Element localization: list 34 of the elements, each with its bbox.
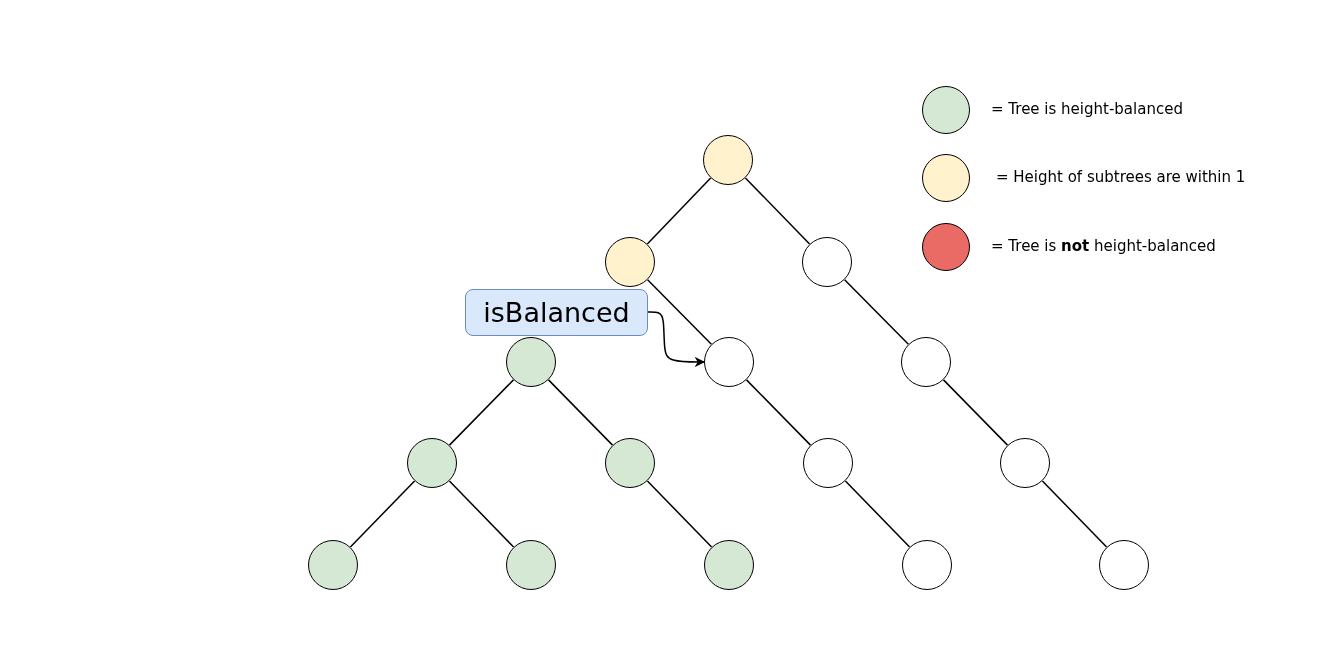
tree-edge [843,279,910,345]
tree-edge [844,480,911,548]
tree-node-circle [704,337,754,387]
tree-node-circle [1000,438,1050,488]
tree-node-circle [802,237,852,287]
arrow [647,311,706,368]
tree-edge [646,279,713,345]
legend-text: = Tree is height-balanced [991,100,1183,118]
tree-edge [745,379,812,446]
tree-edge [646,480,713,548]
tree-node-circle [605,438,655,488]
tree-node-circle [704,540,754,590]
tree-node-circle [407,438,457,488]
tree-node-circle [506,337,556,387]
tree-node-circle [901,337,951,387]
tree-node-circle [605,237,655,287]
tree-node-circle [506,540,556,590]
tree-node-circle [308,540,358,590]
legend-text: = Height of subtrees are within 1 [996,168,1246,186]
tree-node-circle [1099,540,1149,590]
tree-edge [547,379,614,446]
tree-node-circle [803,438,853,488]
tree-edge [448,379,515,446]
tree-edge [744,177,811,245]
tree-edge [646,177,712,245]
tree-edge [448,480,515,548]
tree-node-circle [703,135,753,185]
process-box [465,289,648,336]
legend-text: = Tree is not height-balanced [991,237,1216,255]
tree-edge [942,379,1009,446]
function-label: isBalanced [483,297,630,328]
tree-edge [1041,480,1108,548]
tree-node-circle [902,540,952,590]
tree-edge [349,480,416,548]
